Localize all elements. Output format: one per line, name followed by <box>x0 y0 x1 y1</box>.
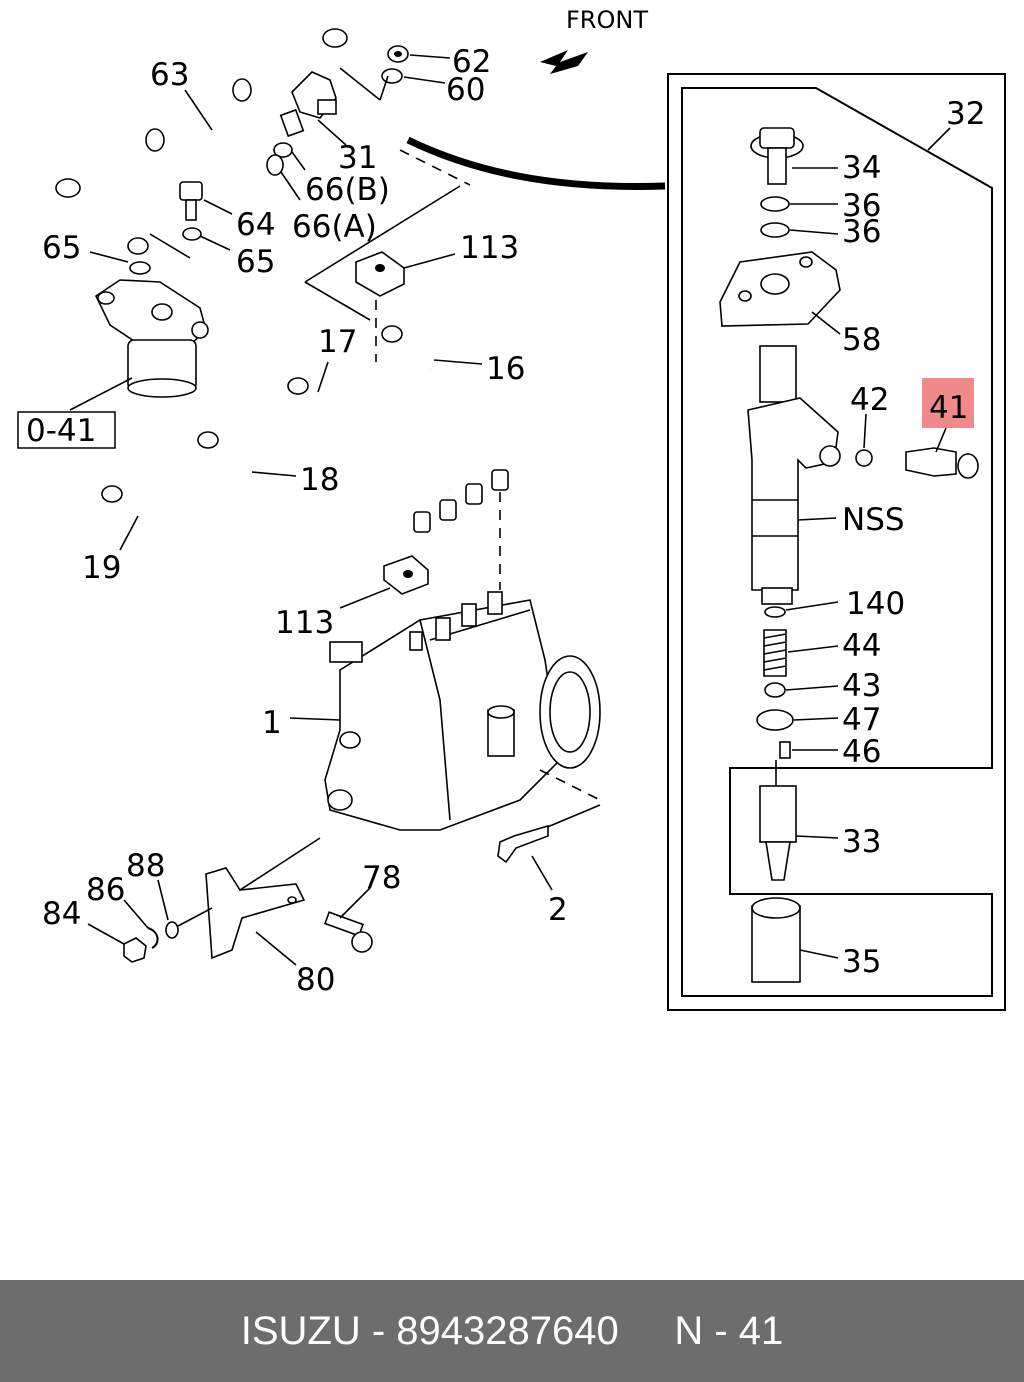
label-140: 140 <box>846 586 905 622</box>
label-17: 17 <box>318 324 357 360</box>
brand-name: ISUZU <box>240 1308 361 1353</box>
injection-pump <box>324 591 601 831</box>
label-63: 63 <box>150 57 189 93</box>
label-35: 35 <box>842 944 881 980</box>
label-31: 31 <box>338 140 377 176</box>
bolt-78 <box>324 911 373 953</box>
label-1: 1 <box>262 705 282 741</box>
return-pipe-63 <box>55 28 348 233</box>
label-18: 18 <box>300 462 339 498</box>
front-arrow: FRONT <box>540 6 648 74</box>
highlight-41 <box>922 378 974 428</box>
label-47: 47 <box>842 702 881 738</box>
label-62: 62 <box>452 44 491 80</box>
label-33: 33 <box>842 824 881 860</box>
label-44: 44 <box>842 628 881 664</box>
label-2: 2 <box>548 892 568 928</box>
label-19: 19 <box>82 550 121 586</box>
label-41: 41 <box>929 390 968 426</box>
page-ref: N - 41 <box>674 1308 784 1353</box>
label-32: 32 <box>946 96 985 132</box>
label-60: 60 <box>446 72 485 108</box>
label-nss: NSS <box>842 502 905 538</box>
label-16: 16 <box>486 351 525 387</box>
label-36a: 36 <box>842 188 881 224</box>
label-113-top: 113 <box>460 230 519 266</box>
label-64: 64 <box>236 207 275 243</box>
label-42: 42 <box>850 382 889 418</box>
label-34: 34 <box>842 150 881 186</box>
label-84: 84 <box>42 896 81 932</box>
label-66a: 66(A) <box>292 209 377 245</box>
label-78: 78 <box>362 860 401 896</box>
overflow-valve-31 <box>279 71 337 138</box>
fuel-filter <box>94 279 209 398</box>
bolt-64 <box>179 181 203 221</box>
bolt-2 <box>497 824 549 864</box>
label-58: 58 <box>842 322 881 358</box>
label-65b: 65 <box>236 244 275 280</box>
label-36b: 36 <box>842 214 881 250</box>
label-113-bottom: 113 <box>275 605 334 641</box>
ref-box-label: 0-41 <box>26 413 96 449</box>
label-86: 86 <box>86 872 125 908</box>
separator: - <box>360 1308 397 1353</box>
label-80: 80 <box>296 962 335 998</box>
pipe-clamp-113-bottom <box>383 555 429 595</box>
injection-pipes <box>101 325 509 552</box>
label-65a: 65 <box>42 230 81 266</box>
front-label: FRONT <box>566 6 648 34</box>
pipe-clamp-113-top <box>355 251 405 297</box>
label-66b: 66(B) <box>305 172 390 208</box>
label-43: 43 <box>842 668 881 704</box>
injector-assembly <box>719 127 979 983</box>
spacer <box>619 1309 675 1354</box>
label-88: 88 <box>126 848 165 884</box>
parts-diagram: FRONT 63 62 60 31 66(B) 66(A) <box>17 6 1006 1011</box>
label-46: 46 <box>842 734 881 770</box>
part-number: 8943287640 <box>396 1308 619 1353</box>
bracket-80 <box>205 867 306 960</box>
footer-bar: ISUZU - 8943287640 N - 41 <box>0 1280 1024 1382</box>
